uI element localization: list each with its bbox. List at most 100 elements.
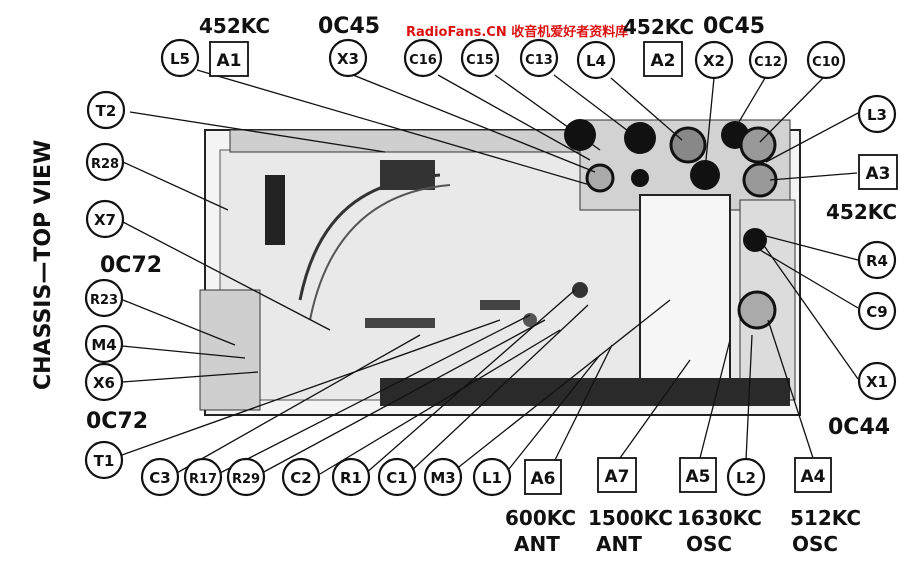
callout-c13: C13 (519, 38, 559, 78)
box-a2: A2 (643, 41, 683, 77)
box-label: A6 (531, 469, 556, 489)
callout-circle (86, 90, 126, 130)
callout-circle (84, 362, 124, 402)
callout-circle (328, 38, 368, 78)
a2-frequency-note: 452KC (623, 15, 694, 39)
box-frame (209, 41, 249, 77)
a4-frequency-note: 512KC (790, 506, 861, 530)
callout-label: X7 (94, 211, 116, 229)
box-frame (858, 154, 898, 190)
box-a7: A7 (597, 457, 637, 493)
callout-label: C13 (525, 53, 553, 68)
box-label: A4 (801, 467, 826, 487)
callout-label: L4 (586, 52, 606, 70)
callout-c12: C12 (748, 40, 788, 80)
callout-circle (403, 38, 443, 78)
callout-l1: L1 (472, 457, 512, 497)
callout-r1: R1 (331, 457, 371, 497)
callout-label: L3 (867, 106, 887, 124)
callout-r28: R28 (85, 142, 125, 182)
callout-circle (183, 457, 223, 497)
a1-frequency-note: 452KC (199, 14, 270, 38)
watermark: RadioFans.CN 收音机爱好者资料库 (406, 24, 628, 40)
callout-label: T2 (96, 102, 117, 120)
callout-circle (84, 324, 124, 364)
callout-label: R29 (232, 472, 260, 487)
callout-circle (84, 278, 124, 318)
callout-c1: C1 (377, 457, 417, 497)
a3-frequency-note: 452KC (826, 200, 897, 224)
box-a5: A5 (679, 457, 717, 493)
box-label: A1 (217, 51, 242, 71)
box-a1: A1 (209, 41, 249, 77)
callout-label: R17 (189, 472, 217, 487)
a6-function-note: ANT (514, 532, 560, 556)
callout-circle (140, 457, 180, 497)
callout-label: C10 (812, 55, 840, 70)
callout-m3: M3 (423, 457, 463, 497)
callout-r23: R23 (84, 278, 124, 318)
callout-label: L1 (482, 469, 502, 487)
a6-frequency-note: 600KC (505, 506, 576, 530)
callout-label: R28 (91, 157, 119, 172)
callout-label: M4 (91, 336, 116, 354)
callout-x3: X3 (328, 38, 368, 78)
callout-c3: C3 (140, 457, 180, 497)
callout-label: X2 (703, 52, 725, 70)
callout-circle (85, 142, 125, 182)
callout-circle (806, 40, 846, 80)
callout-l4: L4 (576, 40, 616, 80)
callout-label: C9 (866, 303, 887, 321)
box-frame (794, 457, 832, 493)
callout-m4: M4 (84, 324, 124, 364)
callout-circle (857, 94, 897, 134)
callout-c9: C9 (857, 291, 897, 331)
callout-t1: T1 (84, 440, 124, 480)
callout-r4: R4 (857, 240, 897, 280)
callout-label: M3 (430, 469, 455, 487)
callout-circle (857, 361, 897, 401)
callout-t2: T2 (86, 90, 126, 130)
callout-label: C3 (149, 469, 170, 487)
callout-l3: L3 (857, 94, 897, 134)
callout-circle (857, 240, 897, 280)
leader-lines (121, 69, 859, 475)
a4-function-note: OSC (792, 532, 838, 556)
callout-r17: R17 (183, 457, 223, 497)
callout-circle (748, 40, 788, 80)
callout-circle (281, 457, 321, 497)
callout-circle (423, 457, 463, 497)
callout-circle (460, 38, 500, 78)
x2-type-note: 0C45 (703, 14, 765, 39)
box-frame (597, 457, 637, 493)
box-label: A2 (651, 51, 676, 71)
box-label: A7 (605, 467, 630, 487)
x3-type-note: 0C45 (318, 14, 380, 39)
callout-circle (694, 40, 734, 80)
callout-label: C15 (466, 53, 494, 68)
a7-function-note: ANT (596, 532, 642, 556)
callout-circle (576, 40, 616, 80)
a5-frequency-note: 1630KC (677, 506, 762, 530)
callout-c15: C15 (460, 38, 500, 78)
callout-label: L5 (170, 50, 190, 68)
callout-x2: X2 (694, 40, 734, 80)
callout-label: T1 (94, 452, 115, 470)
callout-r29: R29 (226, 457, 266, 497)
box-a6: A6 (524, 459, 562, 495)
callout-circle (226, 457, 266, 497)
callout-label: R4 (866, 252, 888, 270)
callout-l5: L5 (160, 38, 200, 78)
callout-label: L2 (736, 469, 756, 487)
callout-circle (519, 38, 559, 78)
box-label: A5 (686, 467, 711, 487)
callout-x7: X7 (85, 199, 125, 239)
callout-label: X1 (866, 373, 888, 391)
box-frame (643, 41, 683, 77)
callout-circle (84, 440, 124, 480)
callout-label: X6 (93, 374, 115, 392)
callout-label: X3 (337, 50, 359, 68)
box-frame (679, 457, 717, 493)
